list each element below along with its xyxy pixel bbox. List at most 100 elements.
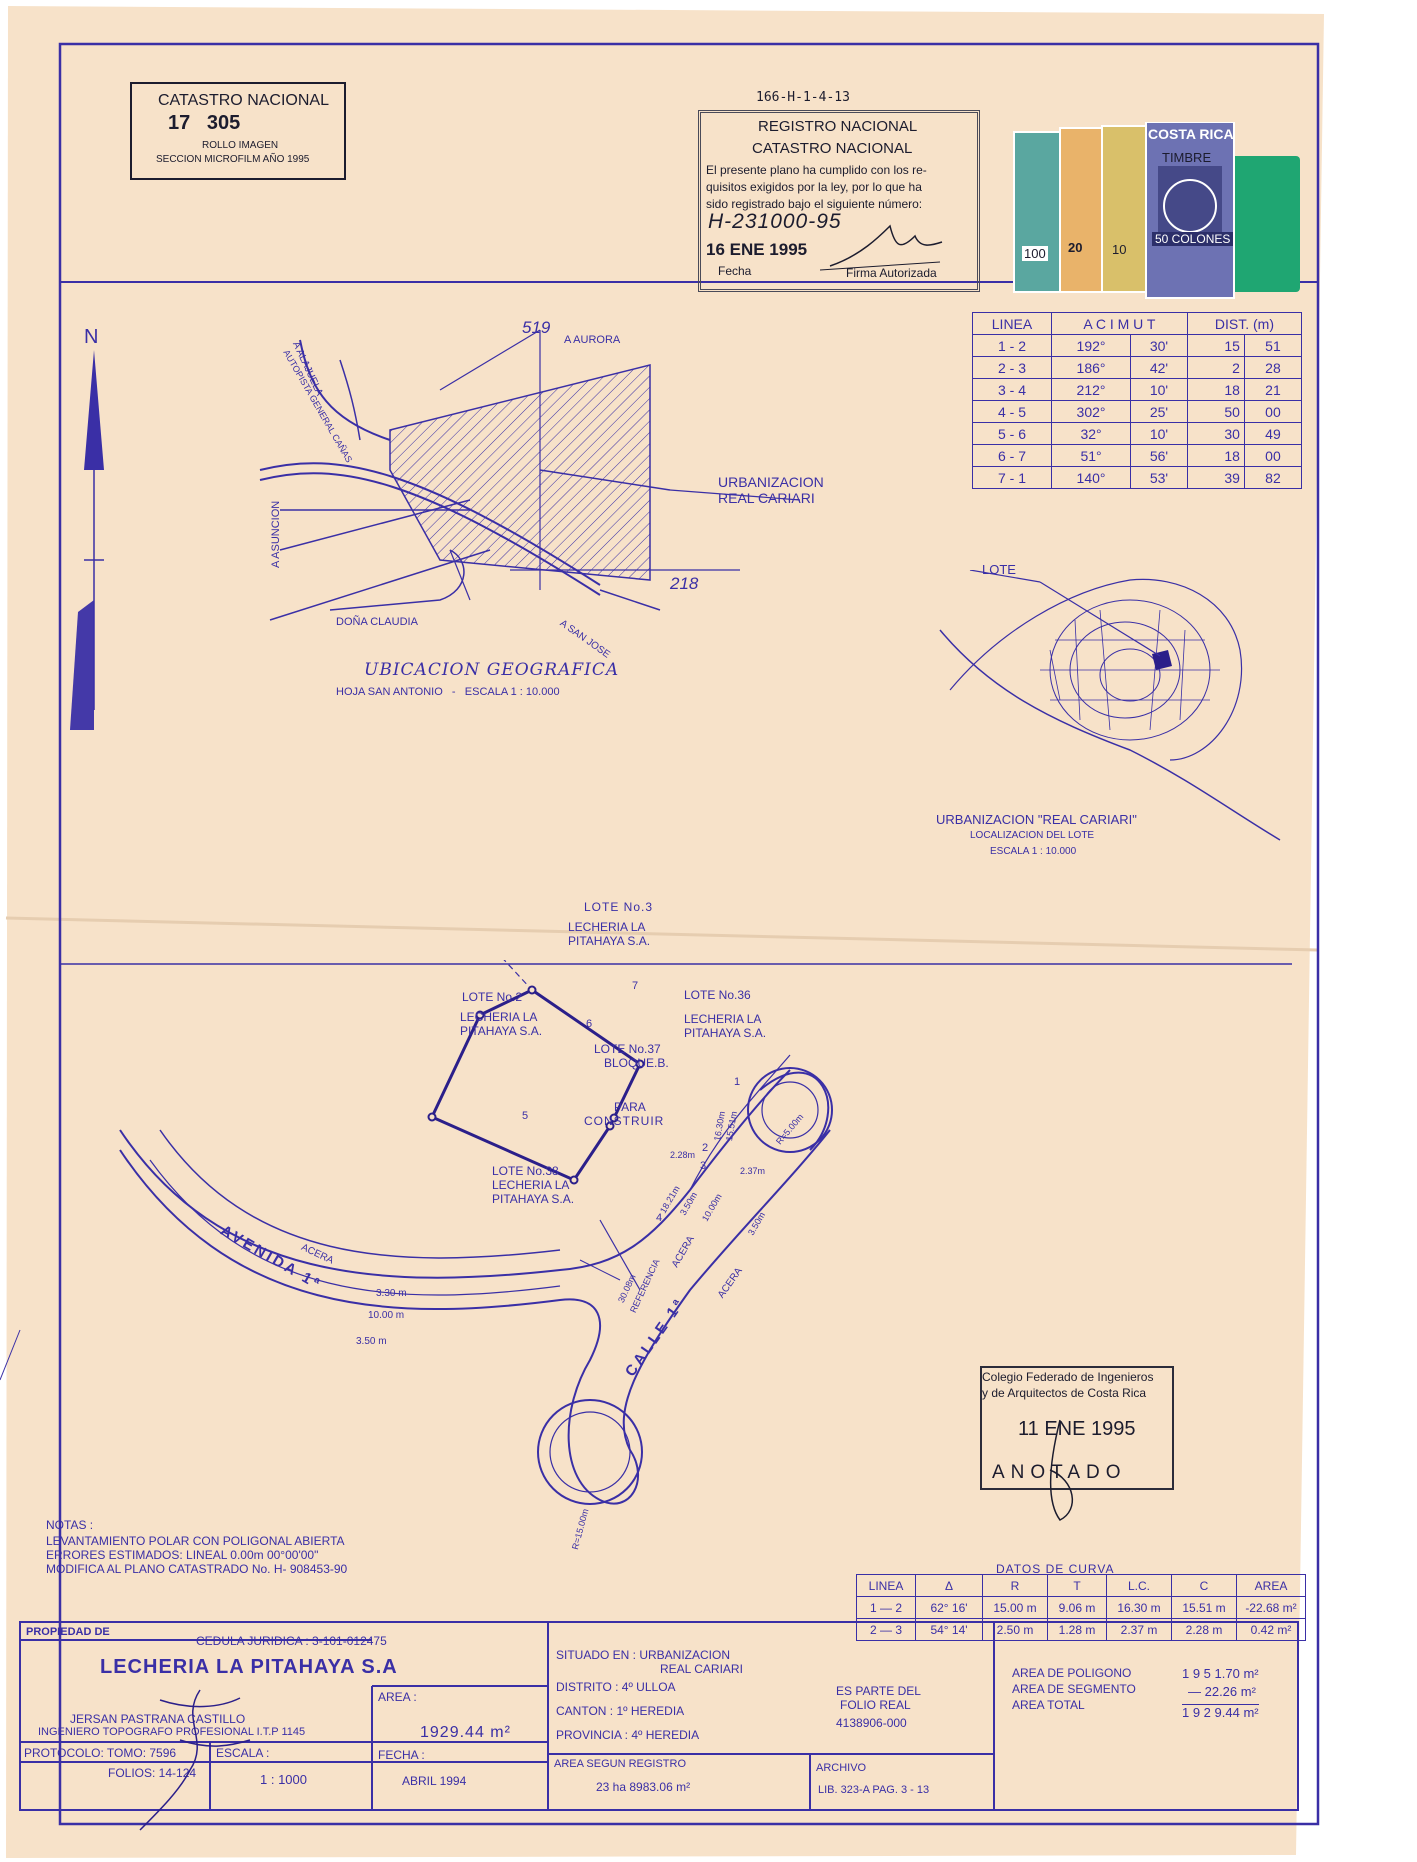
catastro-line1: ROLLO IMAGEN [202,140,279,151]
dim-2-28: 2.28m [670,1150,696,1160]
azimut-cm: 21 [1243,378,1303,401]
azimut-header-dist: DIST. (m) [1186,312,1303,335]
tb-escala: 1 : 1000 [260,1772,307,1787]
tb-area-label: AREA : [378,1690,417,1704]
tb-fecha-label: FECHA : [378,1748,425,1762]
notas-title: NOTAS : [46,1518,94,1532]
timbres-stamps [1013,122,1300,299]
azimut-cm: 49 [1243,422,1303,445]
curva-table: LINEA Δ R T L.C. C AREA 1 — 2 62° 16' 15… [856,1574,1306,1641]
lote38-label: LOTE No.38 [492,1164,559,1178]
registro-date: 16 ENE 1995 [706,240,808,259]
dim-3-50: 3.50 m [356,1336,387,1347]
registro-stamp [698,110,980,292]
lot-plan [0,960,833,1505]
dim-10-00: 10.00 m [368,1310,405,1321]
notas-line3: MODIFICA AL PLANO CATASTRADO No. H- 9084… [46,1562,348,1576]
azimut-m: 50 [1186,400,1245,423]
azimut-deg: 51° [1050,444,1132,467]
tb-protocolo: PROTOCOLO: TOMO: 7596 [24,1746,177,1760]
curva-header-area: AREA [1236,1574,1306,1597]
timbre-100: 100 [1022,246,1048,261]
azimut-m: 18 [1186,444,1245,467]
map-label-aurora: A AURORA [564,334,621,346]
colegio-signature [1049,1419,1074,1521]
azimut-cm: 51 [1243,334,1303,357]
catastro-title: CATASTRO NACIONAL [158,92,329,109]
lote2-owner-b: PITAHAYA S.A. [460,1024,543,1038]
ubicacion-map [259,329,801,621]
curva-cell: 2.28 m [1171,1618,1237,1641]
azimut-cm: 28 [1243,356,1303,379]
north-label: N [84,326,99,348]
notas-line2: ERRORES ESTIMADOS: LINEAL 0.00m 00°00'00… [46,1548,319,1562]
azimut-deg: 212° [1050,378,1132,401]
point-5: 5 [522,1110,529,1122]
tb-lib: LIB. 323-A PAG. 3 - 13 [818,1784,930,1796]
lote37-bloque: BLOQUE.B. [604,1056,669,1070]
map-label-urb2: REAL CARIARI [718,490,815,506]
map-label-519: 519 [522,318,551,337]
curva-cell: 62° 16' [915,1596,983,1619]
lote36-owner-b: PITAHAYA S.A. [684,1026,767,1040]
lote2-owner-a: LECHERIA LA [460,1010,538,1024]
tb-engineer-title: INGENIERO TOPOGRAFO PROFESIONAL I.T.P 11… [38,1726,306,1738]
ubicacion-subtitle: HOJA SAN ANTONIO - ESCALA 1 : 10.000 [336,686,560,698]
registro-fecha-label: Fecha [718,264,752,278]
azimut-m: 30 [1186,422,1245,445]
localizacion-title: URBANIZACION "REAL CARIARI" [936,812,1137,827]
tb-engineer: JERSAN PASTRANA CASTILLO [70,1712,246,1726]
azimut-cm: 00 [1243,444,1303,467]
lote38-owner-b: PITAHAYA S.A. [492,1192,575,1206]
ubicacion-title: UBICACION GEOGRAFICA [364,660,620,680]
azimut-min: 53' [1130,466,1188,489]
catastro-box [130,82,346,180]
timbre-10: 10 [1112,242,1127,257]
lote37-label: LOTE No.37 [594,1042,661,1056]
colegio-stamp [980,1366,1174,1490]
tb-situado: SITUADO EN : URBANIZACION [556,1648,731,1662]
tb-area-registro-value: 23 ha 8983.06 m² [596,1780,691,1794]
timbre-20: 20 [1068,240,1083,255]
notas-line1: LEVANTAMIENTO POLAR CON POLIGONAL ABIERT… [46,1534,345,1548]
tb-segmento-label: AREA DE SEGMENTO [1012,1682,1136,1696]
curva-cell: -22.68 m² [1236,1596,1306,1619]
dim-3-30: 3.30 m [376,1288,407,1299]
map-label-urb1: URBANIZACION [718,474,824,490]
point-4: 4 [656,1212,663,1224]
registro-text1: El presente plano ha cumplido con los re… [706,163,927,177]
lote37-para: PARA [614,1100,646,1114]
localizacion-sub2: ESCALA 1 : 10.000 [990,846,1077,857]
tb-propiedad-label: PROPIEDAD DE [26,1626,110,1638]
curva-cell: 0.42 m² [1236,1618,1306,1641]
lote2-label: LOTE No.2 [462,990,523,1004]
point-7: 7 [632,980,639,992]
tb-area: 1929.44 m² [420,1724,511,1741]
tb-segmento: — 22.26 m² [1188,1684,1256,1699]
localizacion-map [939,570,1281,841]
azimut-deg: 140° [1050,466,1132,489]
colegio-line1: Colegio Federado de Ingenieros [982,1370,1154,1384]
curva-title: DATOS DE CURVA [996,1562,1115,1576]
azimut-cm: 82 [1243,466,1303,489]
lote3-owner-b: PITAHAYA S.A. [568,934,651,948]
tb-folio-real: FOLIO REAL [840,1698,911,1712]
tb-folio-num: 4138906-000 [836,1716,907,1730]
tb-distrito: DISTRITO : 4º ULLOA [556,1680,676,1694]
catastro-line2: SECCION MICROFILM AÑO 1995 [156,154,310,165]
timbre-label: TIMBRE [1162,150,1212,165]
azimut-linea: 1 - 2 [972,334,1052,357]
registro-text3: sido registrado bajo el siguiente número… [706,197,923,211]
lote38-owner-a: LECHERIA LA [492,1178,570,1192]
azimut-header-linea: LINEA [972,312,1052,335]
point-6: 6 [586,1018,593,1030]
tb-es-parte: ES PARTE DEL [836,1684,921,1698]
tb-fecha: ABRIL 1994 [402,1774,467,1788]
curva-cell: 2 — 3 [856,1618,916,1641]
tb-signature [139,1689,251,1831]
azimut-deg: 186° [1050,356,1132,379]
